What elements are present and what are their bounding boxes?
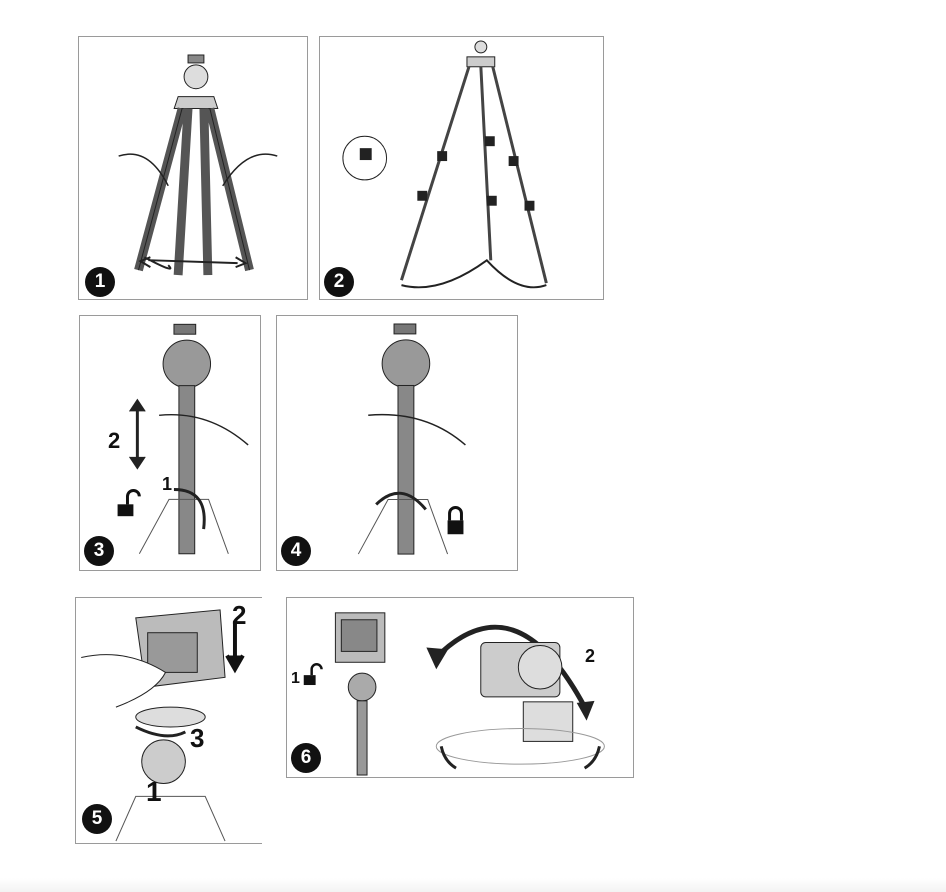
sub-step-label: 1 <box>291 670 300 687</box>
step-2-panel: 2 <box>319 36 604 300</box>
step-number-badge: 6 <box>291 743 321 773</box>
step-6-panel: 1 2 6 <box>286 597 634 778</box>
lock-icon <box>447 505 464 535</box>
step-number-badge: 4 <box>281 536 311 566</box>
step-5-panel: 2 3 1 5 <box>75 597 262 844</box>
step-3-panel: 2 1 3 <box>79 315 261 571</box>
unlock-icon <box>117 489 141 517</box>
step-number-badge: 3 <box>84 536 114 566</box>
step-number-badge: 1 <box>85 267 115 297</box>
camera-orientation-illustration <box>303 612 605 776</box>
sub-step-label: 1 <box>162 474 173 494</box>
sub-step-label: 1 <box>146 776 162 807</box>
step-1-panel: 1 <box>78 36 308 300</box>
tripod-spread-legs-illustration <box>118 54 278 276</box>
page-bottom-edge <box>0 878 946 892</box>
sub-step-label: 2 <box>108 428 121 453</box>
sub-step-label: 2 <box>585 646 596 666</box>
step-number-badge: 5 <box>82 804 112 834</box>
unlock-icon <box>303 663 323 686</box>
tripod-extend-legs-illustration <box>342 40 548 289</box>
center-column-lock-illustration <box>357 323 466 555</box>
sub-step-label: 3 <box>190 723 205 753</box>
sub-step-label: 2 <box>232 600 247 630</box>
center-column-raise-illustration <box>117 323 249 555</box>
step-number-badge: 2 <box>324 267 354 297</box>
step-4-panel: 4 <box>276 315 518 571</box>
camera-mount-illustration <box>81 609 245 842</box>
